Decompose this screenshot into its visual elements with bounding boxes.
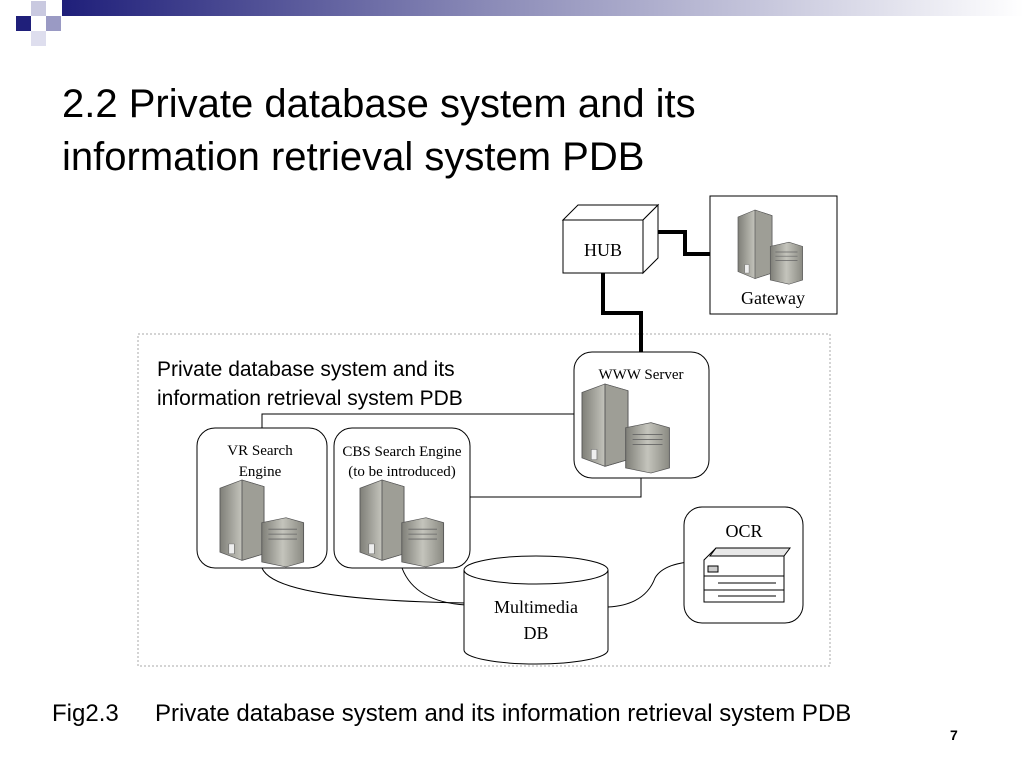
scanner-icon <box>703 547 791 603</box>
connection-lines <box>261 230 710 608</box>
ocr-label: OCR <box>725 521 762 541</box>
vr-search-label-line-1: VR Search <box>227 443 293 459</box>
multimedia-db-node: Multimedia DB <box>463 555 609 665</box>
page-number: 7 <box>950 727 958 743</box>
cbs-search-label-line-1: CBS Search Engine <box>342 444 461 460</box>
slide-title: 2.2 Private database system and its info… <box>62 78 962 184</box>
slide-title-line-1: 2.2 Private database system and its <box>62 82 696 126</box>
gateway-node: Gateway <box>709 195 838 315</box>
figure-caption: Fig2.3 Private database system and its in… <box>52 700 851 728</box>
hub-label: HUB <box>584 240 622 260</box>
gateway-label: Gateway <box>741 288 805 308</box>
cbs-search-label-line-2: (to be introduced) <box>348 464 455 480</box>
group-label-line-2: information retrieval system PDB <box>157 387 463 410</box>
cbs-search-node: CBS Search Engine (to be introduced) <box>333 427 471 569</box>
db-label-line-2: DB <box>523 623 548 643</box>
ocr-node: OCR <box>683 506 804 624</box>
vr-search-node: VR Search Engine <box>196 427 328 569</box>
db-label-line-1: Multimedia <box>494 597 578 617</box>
group-label-line-1: Private database system and its <box>157 358 455 381</box>
slide-title-line-2: information retrieval system PDB <box>62 135 645 179</box>
group-boundary <box>137 333 831 667</box>
www-server-label: WWW Server <box>598 367 683 383</box>
figure-number: Fig2.3 <box>52 700 119 727</box>
hub-node: HUB <box>561 203 660 275</box>
vr-search-label-line-2: Engine <box>239 464 282 480</box>
www-server-node: WWW Server <box>573 351 710 479</box>
figure-caption-text: Private database system and its informat… <box>155 700 852 727</box>
header-decoration <box>16 0 1024 46</box>
